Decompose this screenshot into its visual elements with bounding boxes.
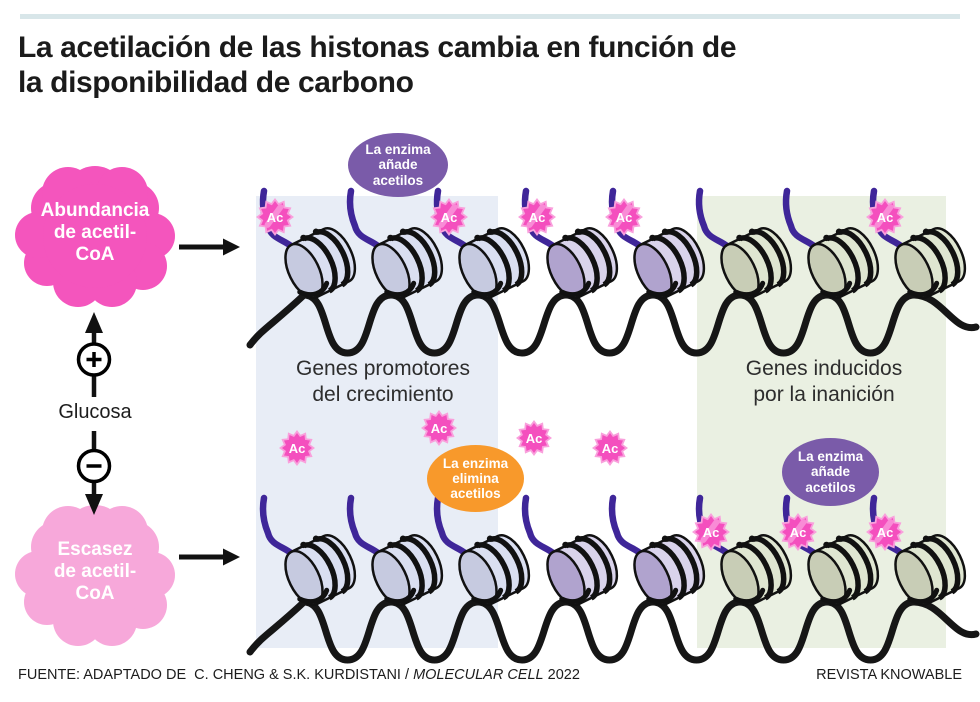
- acetyl-label: Ac: [789, 524, 807, 540]
- nucleosome: [633, 534, 706, 607]
- acetyl-label: Ac: [528, 209, 546, 225]
- histone-tail: [782, 187, 818, 250]
- acetyl-badge: Ac: [430, 198, 468, 236]
- nucleosome: [633, 227, 706, 300]
- abundance-cloud-label: Abundancia de acetil- CoA: [40, 200, 150, 266]
- acetyl-label: Ac: [525, 430, 543, 446]
- acetyl-label: Ac: [266, 209, 284, 225]
- top-divider: [20, 14, 960, 19]
- dna-strand: [246, 598, 980, 664]
- acetyl-label: Ac: [876, 209, 894, 225]
- acetyl-label: Ac: [615, 209, 633, 225]
- histone-tail: [259, 494, 295, 557]
- acetyl-label: Ac: [876, 524, 894, 540]
- starvation-genes-label: Genes inducidos por la inanición: [745, 357, 903, 407]
- nucleosome: [546, 534, 619, 607]
- histone-tail: [346, 494, 382, 557]
- nucleosome: [371, 534, 444, 607]
- nucleosome: [284, 227, 357, 300]
- acetyl-badge: Ac: [605, 198, 643, 236]
- enzyme-adds-acetyls-bottom: La enzima añade acetilos: [782, 438, 879, 506]
- nucleosome: [284, 534, 357, 607]
- arrow-right-icon: [179, 548, 240, 566]
- abundance-cloud: [15, 166, 175, 307]
- scarcity-cloud: [15, 505, 175, 646]
- acetyl-badge: Ac: [516, 420, 552, 456]
- source-suffix: 2022: [543, 667, 580, 683]
- chromatin-row: [246, 494, 980, 664]
- histone-tail: [608, 494, 644, 557]
- acetyl-badge: Ac: [279, 430, 315, 466]
- acetyl-badge: Ac: [866, 198, 904, 236]
- acetyl-badge: Ac: [779, 513, 817, 551]
- scarcity-cloud-label: Escasez de acetil- CoA: [53, 539, 137, 605]
- histone-tail: [695, 187, 731, 250]
- chromatin-row: [246, 187, 980, 357]
- acetyl-label: Ac: [702, 524, 720, 540]
- histone-tail: [346, 187, 382, 250]
- source-credit: FUENTE: ADAPTADO DE C. CHENG & S.K. KURD…: [18, 667, 580, 683]
- nucleosome: [371, 227, 444, 300]
- glucose-label: Glucosa: [58, 401, 132, 423]
- source-journal: MOLECULAR CELL: [413, 667, 544, 683]
- publisher-credit: REVISTA KNOWABLE: [816, 667, 962, 683]
- arrow-right-icon: [179, 238, 240, 256]
- acetyl-label: Ac: [430, 420, 448, 436]
- acetyl-badge: Ac: [421, 410, 457, 446]
- glucose-up-arrow: [76, 312, 112, 397]
- nucleosome: [458, 534, 531, 607]
- footer: FUENTE: ADAPTADO DE C. CHENG & S.K. KURD…: [18, 667, 962, 683]
- acetyl-label: Ac: [440, 209, 458, 225]
- acetyl-badge: Ac: [592, 430, 628, 466]
- nucleosome: [720, 227, 793, 300]
- acetyl-badge: Ac: [518, 198, 556, 236]
- chromatin-rows: [246, 187, 980, 664]
- enzyme-removes-acetyls: La enzima elimina acetilos: [427, 445, 524, 512]
- acetyl-badge: Ac: [866, 513, 904, 551]
- acetyl-label: Ac: [288, 440, 306, 456]
- source-prefix: FUENTE: ADAPTADO DE C. CHENG & S.K. KURD…: [18, 667, 414, 683]
- nucleosome: [720, 534, 793, 607]
- enzyme-adds-acetyls-top: La enzima añade acetilos: [348, 133, 448, 197]
- nucleosome: [807, 227, 880, 300]
- acetyl-badge: Ac: [256, 198, 294, 236]
- plus-icon: [86, 352, 102, 367]
- dna-strand: [246, 291, 980, 357]
- nucleosome: [807, 534, 880, 607]
- acetyl-badge: Ac: [692, 513, 730, 551]
- growth-genes-label: Genes promotores del crecimiento: [296, 357, 470, 407]
- glucose-down-arrow: [76, 431, 112, 515]
- nucleosome: [894, 227, 967, 300]
- page-title: La acetilación de las histonas cambia en…: [18, 31, 737, 100]
- histone-tail: [433, 494, 469, 557]
- nucleosome: [894, 534, 967, 607]
- histone-tail: [521, 494, 557, 557]
- nucleosome: [458, 227, 531, 300]
- acetyl-label: Ac: [601, 440, 619, 456]
- nucleosome: [546, 227, 619, 300]
